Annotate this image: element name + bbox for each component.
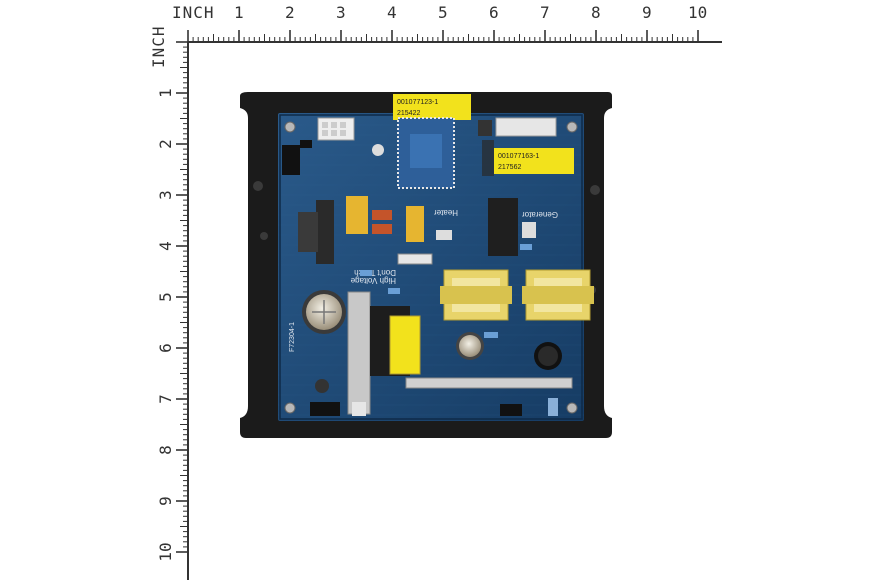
ruler-x-label: 3 [336,3,346,22]
heatsink-bracket [347,291,371,415]
ruler-x-label: 7 [540,3,550,22]
ruler-y-label: 9 [156,496,175,506]
screw-icon [284,121,296,133]
silk-warning-2: Don't Touch [354,268,396,277]
transformer [522,269,594,321]
ruler-y-label: 6 [156,343,175,353]
ruler-y-label: 3 [156,190,175,200]
screw-icon [566,121,578,133]
heatsink-bar [405,377,573,389]
connector-right [495,117,557,137]
ruler-x-label: 5 [438,3,448,22]
control-board: 001077123-1 215422 001077163-1 217562 He… [240,92,612,438]
ruler-x-label: 8 [591,3,601,22]
screw-icon [284,402,296,414]
label-sticker-right [494,148,574,174]
ruler-y-label: 8 [156,445,175,455]
inch-ruler: INCH INCH 1 2 3 4 5 6 7 8 9 10 1 2 3 4 5 6 7 8 9 10 [149,3,722,580]
ruler-x-label: 6 [489,3,499,22]
label-sticker-top [393,94,471,120]
silk-warning-1: High Voltage [350,276,396,285]
film-capacitor [406,206,424,242]
choke-left [316,200,334,264]
film-capacitor [346,196,368,234]
ruler-x-label: 2 [285,3,295,22]
ruler-x-label: 1 [234,3,244,22]
ruler-unit-label-left: INCH [149,25,168,68]
silk-generator: Generator [522,210,558,219]
silk-pcb-id: F72304-1 [289,322,296,352]
ruler-y-label: 2 [156,139,175,149]
screw-icon [566,402,578,414]
silk-heater: Heater [434,208,458,217]
sticker-right-line1: 001077163-1 [498,153,539,160]
connector-bottom [500,404,522,416]
ruler-unit-label-top: INCH [172,3,215,22]
ruler-y-label: 10 [156,542,175,561]
ruler-y-label: 5 [156,292,175,302]
ruler-y-label: 1 [156,88,175,98]
connector-bottom [310,402,340,416]
sticker-top-line2: 215422 [397,110,420,117]
relay [488,198,518,256]
transformer [440,269,512,321]
sticker-top-line1: 001077123-1 [397,99,438,106]
connector-white [317,117,355,141]
ruler-x-label: 10 [688,3,707,22]
switching-transformer [389,315,421,375]
ruler-x-label: 9 [642,3,652,22]
ruler-y-label: 7 [156,394,175,404]
sticker-right-line2: 217562 [498,164,521,171]
ruler-x-label: 4 [387,3,397,22]
ruler-y-label: 4 [156,241,175,251]
